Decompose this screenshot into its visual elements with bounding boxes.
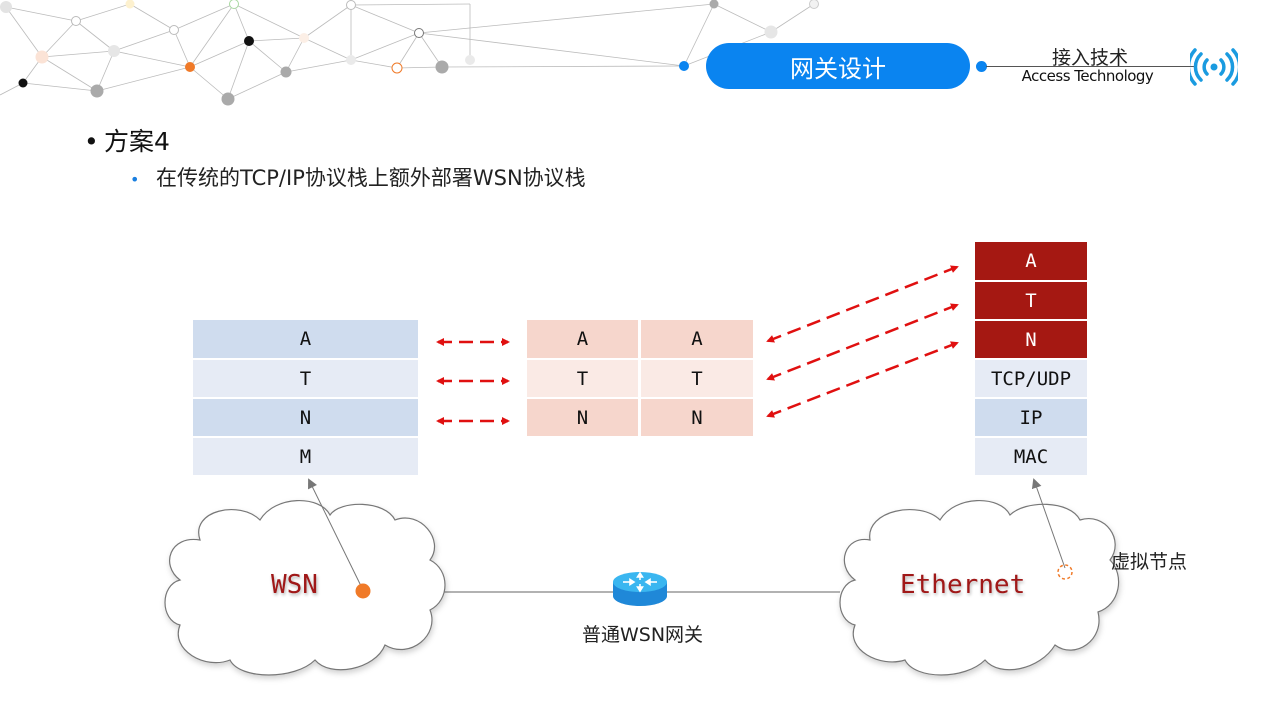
ethernet-layer-mac: MAC [975, 438, 1087, 475]
bullet-level2-text: 在传统的TCP/IP协议栈上额外部署WSN协议栈 [156, 166, 586, 190]
wsn-cloud [164, 500, 446, 676]
virtual-node [1057, 564, 1073, 580]
wsn-node-pointer [308, 478, 363, 589]
bullet-dot: • [84, 127, 99, 156]
ethernet-layer-a: A [975, 242, 1087, 280]
wsn-node [355, 583, 371, 599]
ethernet-cloud-label: Ethernet [900, 570, 1026, 600]
wsn-cloud-label: WSN [271, 570, 318, 600]
ethernet-layer-ip: IP [975, 399, 1087, 436]
bullet-level1-text: 方案4 [104, 127, 170, 156]
gateway-right-layer-n: N [641, 399, 753, 436]
wsn-layer-a: A [193, 320, 418, 358]
bullet-dot: • [130, 169, 140, 189]
wsn-layer-n: N [193, 399, 418, 436]
gateway-left-layer-n: N [527, 399, 638, 436]
ethernet-layer-t: T [975, 282, 1087, 319]
gateway-right-layer-t: T [641, 360, 753, 397]
gateway-ethernet-arrow-a [766, 265, 959, 343]
network-decoration [0, 0, 819, 106]
virtual-node-pointer [1031, 478, 1066, 569]
gateway-ethernet-arrow-t [766, 303, 959, 381]
gateway-right-layer-a: A [641, 320, 753, 358]
connector-dot [976, 61, 987, 72]
gateway-ethernet-arrow-n [766, 341, 959, 418]
router-icon [613, 571, 667, 606]
ethernet-layer-n: N [975, 321, 1087, 358]
wsn-layer-t: T [193, 360, 418, 397]
virtual-node-label: 虚拟节点 [1111, 551, 1188, 573]
header-divider-line [986, 66, 1196, 67]
gateway-left-layer-t: T [527, 360, 638, 397]
category-title-en: Access Technology [1021, 67, 1154, 85]
gateway-label: 普通WSN网关 [582, 624, 704, 646]
ethernet-layer-tcp-udp: TCP/UDP [975, 360, 1087, 397]
category-title-cn: 接入技术 [1051, 47, 1128, 69]
section-title-pill: 网关设计 [706, 43, 970, 89]
ethernet-cloud [839, 500, 1120, 676]
wsn-layer-m: M [193, 438, 418, 475]
bullet-level1: •方案4 [84, 122, 170, 158]
gateway-left-layer-a: A [527, 320, 638, 358]
wireless-signal-icon [1190, 48, 1238, 86]
bullet-level2: • 在传统的TCP/IP协议栈上额外部署WSN协议栈 [130, 162, 586, 192]
